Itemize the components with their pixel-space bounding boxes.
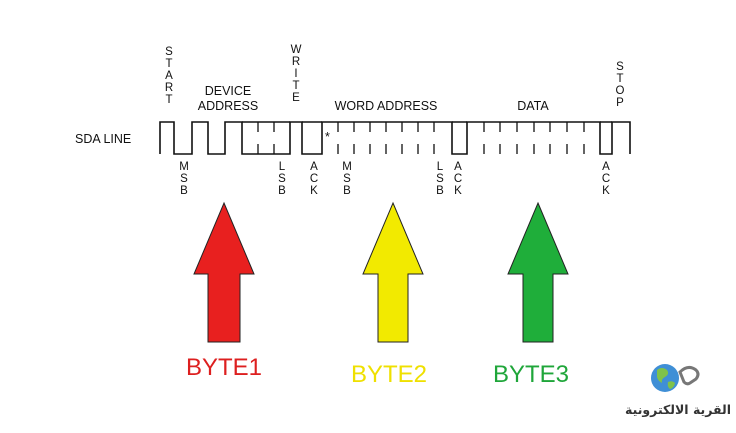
byte2-arrow [362,201,424,343]
globe-land [657,368,675,389]
byte1-arrow [193,201,255,343]
data-label: DATA [517,99,549,113]
logo: القرية الالكترونية [625,364,731,417]
sda-signal-trace [159,121,631,155]
globe-icon [651,364,679,392]
word-address-label: WORD ADDRESS [335,99,438,113]
byte1-label: BYTE1 [186,354,262,381]
bit-dividers [257,122,585,154]
sda-line-label: SDA LINE [75,132,131,146]
device-address-line1: DEVICE [205,84,252,98]
byte3-arrow [507,201,569,343]
device-address-line2: ADDRESS [198,99,258,113]
sda-waveform: * [159,121,631,155]
byte3-label: BYTE3 [493,361,569,388]
asterisk-marker: * [325,130,330,144]
wrench-icon [678,365,700,386]
byte2-label: BYTE2 [351,361,427,388]
logo-caption: القرية الالكترونية [625,402,731,417]
